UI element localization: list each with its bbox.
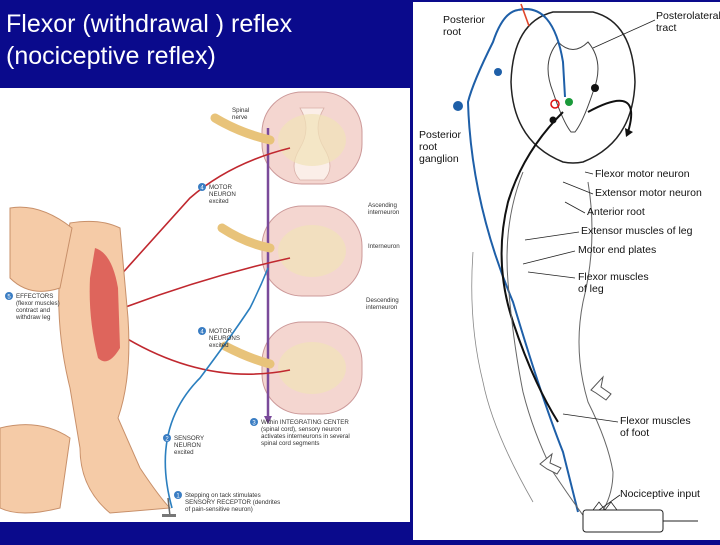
posterior-root-ganglion-dot xyxy=(453,101,463,111)
spinal-nerve-bottom xyxy=(220,341,275,369)
svg-text:3: 3 xyxy=(252,421,256,427)
leg-outline xyxy=(471,171,614,525)
label-descending-interneuron: Descending interneuron xyxy=(366,297,400,311)
label-motor-end-plates: Motor end plates xyxy=(578,244,656,256)
label-posterior-root: Posterior root xyxy=(443,14,488,38)
step-badge-4-bottom xyxy=(198,327,206,335)
step-badge-5 xyxy=(5,292,13,300)
svg-text:4: 4 xyxy=(200,186,204,192)
label-ascending-interneuron: Ascending interneuron xyxy=(368,202,400,216)
motor-axon-bottom xyxy=(109,327,291,375)
spinal-cord-cross-section xyxy=(510,11,636,164)
label-extensor-muscles-leg: Extensor muscles of leg xyxy=(581,225,693,237)
title-line-1: Flexor (withdrawal ) reflex xyxy=(6,10,293,38)
nociceptive-stimulus-device xyxy=(582,501,698,533)
label-flexor-muscles-leg: Flexor muscles of leg xyxy=(578,271,652,295)
label-effectors: EFFECTORS (flexor muscles) contract and … xyxy=(15,293,61,321)
spinal-cord-section-bottom xyxy=(261,321,363,415)
title-line-2: (nociceptive reflex) xyxy=(6,42,216,70)
slide-title: Flexor (withdrawal ) reflex (nociceptive… xyxy=(6,8,292,72)
label-posterolateral-tract: Posterolateral tract xyxy=(656,10,720,34)
spinal-cord-section-middle xyxy=(261,205,363,297)
label-sensory-neuron: SENSORY NEURON excited xyxy=(174,435,206,456)
reflex-arc-diagram: Posterior root Posterolateral tract Post… xyxy=(413,2,720,540)
motor-axon-middle xyxy=(109,257,291,314)
left-diagram-svg: Spinal nerve 4 MOTOR NEURON excited Asce… xyxy=(0,91,400,517)
label-posterior-root-ganglion: Posterior root ganglion xyxy=(419,129,464,165)
label-integrating-center: Within INTEGRATING CENTER (spinal cord),… xyxy=(261,419,351,447)
label-flexor-motor-neuron: Flexor motor neuron xyxy=(595,168,690,180)
label-sensory-receptor: Stepping on tack stimulates SENSORY RECE… xyxy=(185,492,282,513)
movement-arrow-lower xyxy=(539,452,562,475)
svg-text:1: 1 xyxy=(176,494,180,500)
label-extensor-motor-neuron: Extensor motor neuron xyxy=(595,187,702,199)
afferent-branch xyxy=(517,8,566,98)
descending-arrow-head xyxy=(264,416,272,424)
label-spinal-nerve: Spinal nerve xyxy=(232,107,251,121)
inhibitory-interneuron xyxy=(550,99,560,109)
step-badge-1 xyxy=(174,491,182,499)
label-anterior-root: Anterior root xyxy=(587,206,645,218)
step-badge-2 xyxy=(163,434,171,442)
label-motor-neuron-top: MOTOR NEURON excited xyxy=(209,184,238,205)
spinal-cord-section-top xyxy=(261,91,363,185)
label-nociceptive-input: Nociceptive input xyxy=(620,488,700,500)
extensor-motor-axon xyxy=(587,99,633,133)
pointer-arrow xyxy=(520,3,530,27)
svg-text:5: 5 xyxy=(7,295,11,301)
motor-axon-top xyxy=(99,147,291,299)
motor-neuron-soma xyxy=(591,84,599,92)
leg-illustration xyxy=(0,206,172,514)
sensory-axon xyxy=(466,9,579,513)
right-diagram-svg: Posterior root Posterolateral tract Post… xyxy=(419,3,720,533)
excitatory-interneuron xyxy=(565,98,573,106)
withdrawal-reflex-illustration: Spinal nerve 4 MOTOR NEURON excited Asce… xyxy=(0,88,410,522)
spinal-nerve-top xyxy=(210,113,275,145)
label-motor-neurons-bottom: MOTOR NEURONS excited xyxy=(209,328,242,349)
sensory-neuron-path xyxy=(164,267,269,509)
step-badge-4-top xyxy=(198,183,206,191)
svg-text:4: 4 xyxy=(200,330,204,336)
bottom-band xyxy=(0,522,410,540)
svg-text:2: 2 xyxy=(165,437,169,443)
flexor-motor-axon xyxy=(500,111,564,423)
label-flexor-muscles-foot: Flexor muscles of foot xyxy=(620,415,694,439)
movement-arrow-upper xyxy=(590,375,612,401)
label-interneuron: Interneuron xyxy=(368,243,400,250)
spinal-nerve-middle xyxy=(217,223,275,253)
tack-icon xyxy=(162,497,176,517)
step-badge-3 xyxy=(250,418,258,426)
